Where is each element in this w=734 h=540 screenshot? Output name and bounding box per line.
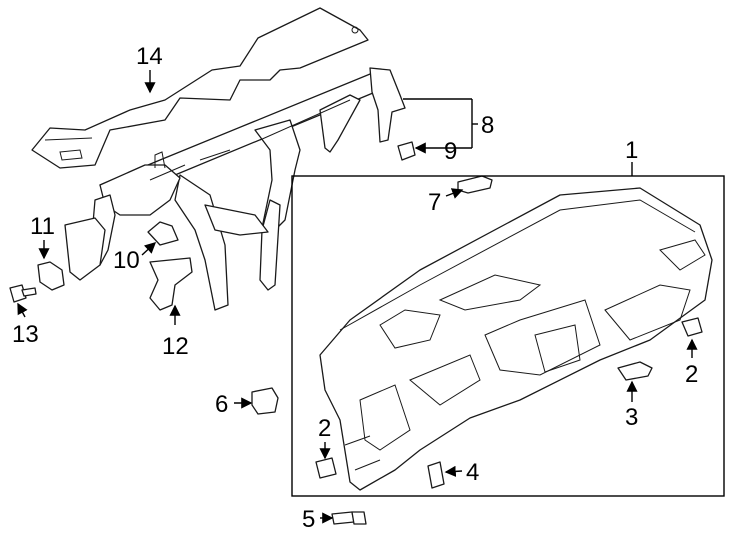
leader-lines [17,70,698,524]
part-13-bolt [9,284,37,303]
callout-8: 8 [481,112,494,139]
part-9-bracket [397,141,416,161]
part-1-instrument-panel [319,187,713,491]
callout-12: 12 [162,333,189,360]
callout-4: 4 [466,459,479,486]
callout-labels: 14 1 8 9 7 11 10 12 13 2 3 2 4 5 6 [12,43,698,533]
part-1-boundary [291,175,725,497]
part-5-bolt [331,511,367,525]
callout-7: 7 [428,189,441,216]
part-4-bracket [427,461,445,489]
callout-10: 10 [113,247,140,274]
part-7-bracket [457,175,493,194]
callout-11: 11 [30,213,55,240]
part-3-bracket [617,361,653,381]
part-2-clip-right [681,317,703,337]
part-14-insulator-panel [31,7,369,169]
callout-2-right: 2 [685,361,698,388]
callout-5: 5 [302,506,315,533]
part-11-clip [37,261,65,291]
part-10-bracket [147,221,179,246]
callout-6: 6 [215,391,228,418]
callout-1: 1 [625,137,638,164]
callout-9: 9 [444,138,457,165]
part-2-clip-lower [315,457,337,479]
part-8-cross-car-beam [64,67,406,311]
callout-13: 13 [12,321,39,348]
part-12-bracket [149,257,193,311]
callout-14: 14 [136,43,163,70]
callout-2-lower: 2 [318,415,331,442]
part-6-bracket [251,387,279,415]
callout-3: 3 [625,404,638,431]
